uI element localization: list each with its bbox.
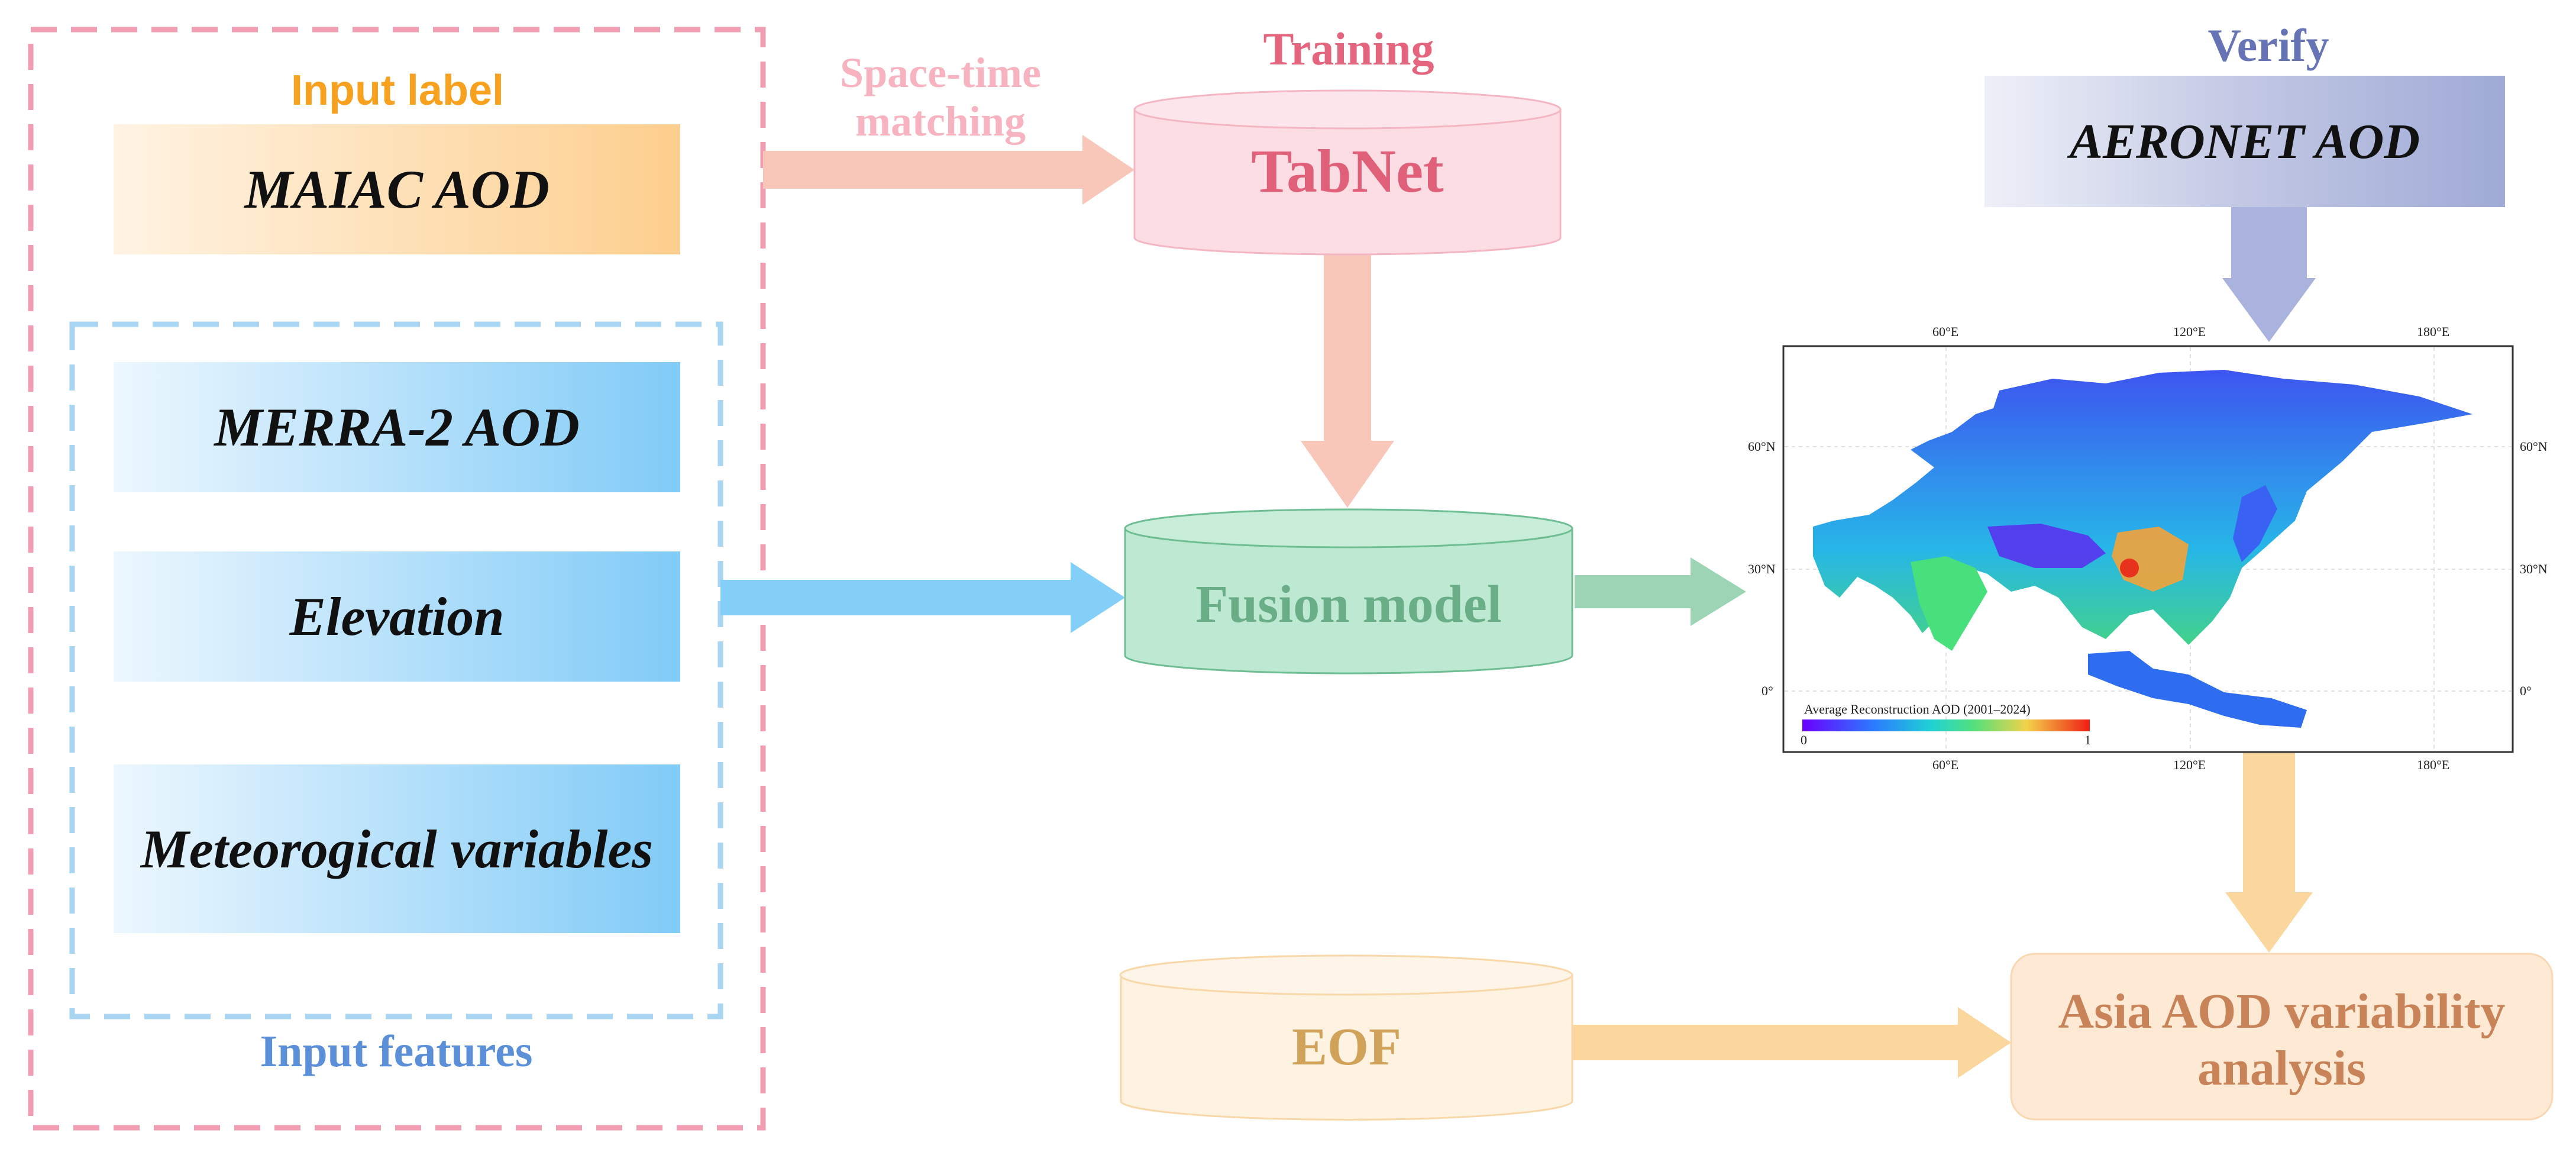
eof-to-analysis-arrow: [1572, 1007, 2011, 1078]
map-top-tick-60e: 60°E: [1932, 324, 1959, 339]
japan-islands: [2233, 485, 2277, 562]
input-features-frame: [69, 321, 723, 1019]
fusion-model-label: Fusion model: [1195, 575, 1502, 634]
space-time-label: Space-time matching: [787, 49, 1094, 146]
meteorological-box: Meteorogical variables: [140, 818, 654, 879]
meteo-box-fill: [114, 764, 680, 933]
indian-subcontinent: [1911, 556, 1987, 651]
elevation-box-fill: [114, 551, 680, 682]
tabnet-cylinder: [1133, 89, 1562, 256]
analysis-line1: Asia AOD variability: [2058, 984, 2506, 1039]
maritime-southeast-asia: [2088, 651, 2307, 728]
analysis-box-fill: [2010, 953, 2554, 1121]
map-to-analysis-arrow: [2225, 753, 2313, 953]
eof-cylinder: [1119, 954, 1573, 1121]
analysis-label: Asia AOD variability analysis: [2011, 983, 2552, 1097]
elevation-box: Elevation: [289, 586, 505, 647]
sichuan-hotspot: [2120, 559, 2139, 577]
maiac-aod-box: MAIAC AOD: [244, 159, 550, 220]
colorbar-max: 1: [2084, 732, 2091, 747]
fusion-cylinder: [1124, 508, 1573, 675]
aeronet-box-fill: [1984, 76, 2505, 207]
map-bottom-tick-120e: 120°E: [2173, 757, 2206, 772]
map-left-tick-0: 0°: [1761, 683, 1773, 698]
map-left-tick-60n: 60°N: [1748, 439, 1776, 454]
input-features-title: Input features: [260, 1027, 533, 1076]
merra-box-fill: [114, 362, 680, 492]
space-time-line2: matching: [855, 98, 1026, 145]
map-top-tick-180e: 180°E: [2417, 324, 2450, 339]
tabnet-to-fusion-arrow: [1301, 254, 1394, 508]
colorbar-title: Average Reconstruction AOD (2001–2024): [1804, 702, 2031, 717]
aeronet-aod-box: AERONET AOD: [2070, 114, 2420, 169]
asia-landmass: [1813, 370, 2472, 645]
map-top-tick-120e: 120°E: [2173, 324, 2206, 339]
analysis-line2: analysis: [2197, 1041, 2366, 1096]
tibet-region: [1987, 524, 2106, 568]
map-bottom-tick-180e: 180°E: [2417, 757, 2450, 772]
map-right-tick-60n: 60°N: [2520, 439, 2548, 454]
verify-arrow: [2222, 207, 2316, 342]
aod-map: [1782, 345, 2514, 753]
colorbar-min: 0: [1801, 732, 1807, 747]
input-outer-frame: [28, 27, 766, 1131]
training-title: Training: [1263, 23, 1434, 75]
input-label-title: Input label: [291, 67, 504, 114]
maiac-box-fill: [114, 124, 680, 254]
space-time-line1: Space-time: [840, 49, 1041, 96]
eof-label: EOF: [1291, 1018, 1401, 1076]
verify-title: Verify: [2207, 20, 2329, 71]
merra2-aod-box: MERRA-2 AOD: [214, 397, 580, 457]
space-time-arrow: [763, 135, 1135, 205]
fusion-to-map-arrow: [1575, 557, 1746, 626]
colorbar: [1802, 719, 2090, 731]
features-to-fusion-arrow: [720, 562, 1125, 633]
tabnet-label: TabNet: [1251, 137, 1444, 205]
map-left-tick-30n: 30°N: [1748, 562, 1776, 576]
map-right-tick-30n: 30°N: [2520, 562, 2548, 576]
map-bottom-tick-60e: 60°E: [1932, 757, 1959, 772]
map-right-tick-0: 0°: [2520, 683, 2532, 698]
